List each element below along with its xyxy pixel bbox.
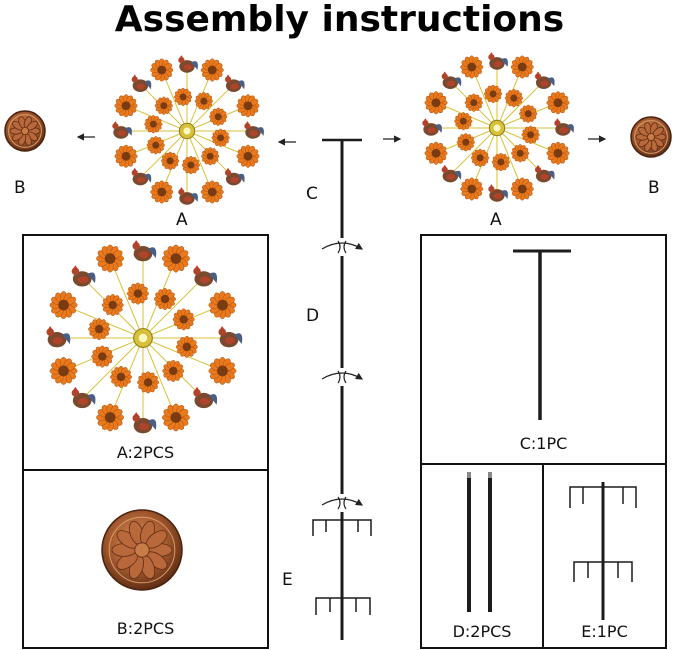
pole-sections-icon [467, 472, 492, 612]
label-c: C [306, 184, 318, 204]
caption-e: E:1PC [581, 622, 628, 641]
label-a-left: A [176, 210, 188, 230]
assembled-pole [312, 138, 372, 640]
caption-b: B:2PCS [116, 619, 175, 638]
rotate-arrow-icon [321, 496, 364, 510]
panel-b [22, 469, 269, 649]
caption-a: A:2PCS [116, 443, 175, 462]
ground-stake-icon [569, 482, 637, 620]
page-title: Assembly instructions [114, 0, 565, 40]
label-e: E [282, 570, 293, 590]
label-d: D [306, 306, 320, 326]
label-b-left: B [14, 178, 26, 198]
copper-medallion-icon [101, 509, 183, 591]
copper-medallion-icon [4, 110, 46, 152]
caption-c: C:1PC [519, 434, 568, 453]
rooster-sunflower-spinner-icon [422, 52, 574, 202]
rooster-sunflower-spinner-icon [46, 240, 243, 434]
rotate-arrow-icon [321, 240, 364, 254]
rooster-sunflower-spinner-icon [112, 55, 264, 205]
panel-e [542, 463, 667, 649]
label-b-right: B [648, 178, 660, 198]
rotate-arrow-icon [321, 370, 364, 384]
label-a-right: A [490, 210, 502, 230]
pole-with-top-bar-icon [513, 249, 571, 420]
caption-d: D:2PCS [452, 622, 512, 641]
copper-medallion-icon [630, 116, 672, 158]
